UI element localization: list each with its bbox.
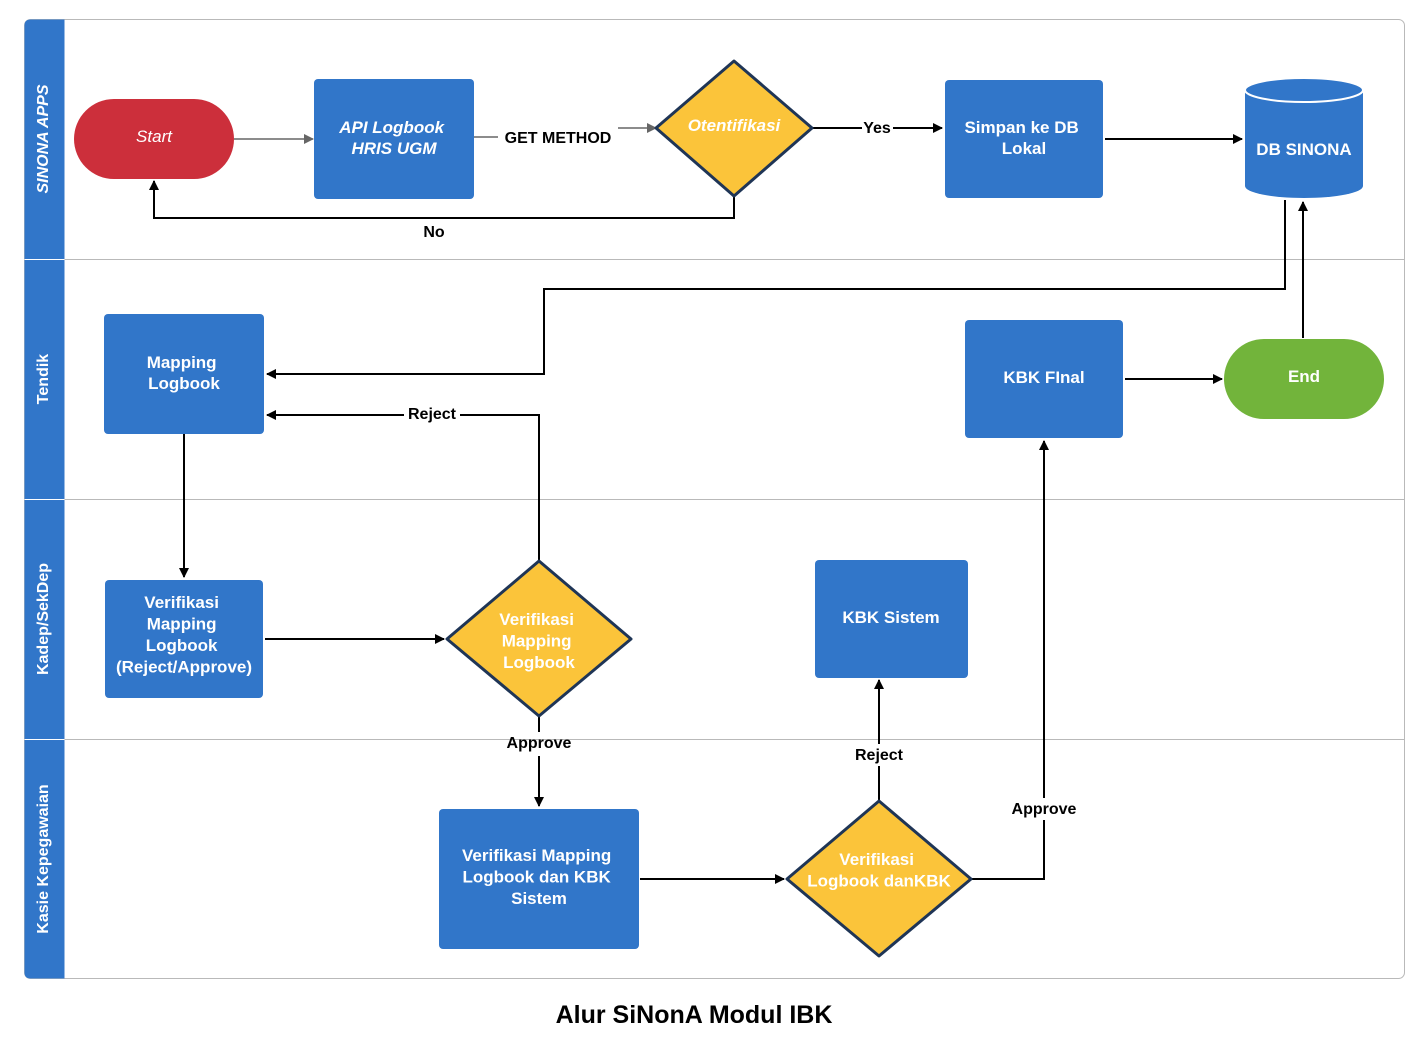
lane-dividers <box>24 259 1405 740</box>
api-logbook-label-line2: HRIS UGM <box>352 139 438 158</box>
edge-decision-reject <box>267 415 540 560</box>
svg-text:KBK Sistem: KBK Sistem <box>842 608 939 627</box>
svg-text:End: End <box>1288 367 1320 386</box>
edge-db-to-mapping <box>266 200 1286 379</box>
verifikasi-kasie-box-line3: Sistem <box>511 889 567 908</box>
verifikasi-mapping-box-line3: Logbook <box>146 636 218 655</box>
verifikasi-kasie-box: Verifikasi Mapping Logbook dan KBK Siste… <box>439 809 639 949</box>
edge-otentifikasi-no <box>149 180 735 219</box>
svg-text:Verifikasi Mapping: Verifikasi Mapping Logbook (Reject/Appro… <box>116 593 252 677</box>
verifikasi-kasie-decision-line1: Verifikasi <box>839 850 914 869</box>
verifikasi-mapping-decision-line1: Verifikasi <box>499 610 574 629</box>
kbk-sistem-label: KBK Sistem <box>842 608 939 627</box>
edge-label-reject-mapping: Reject <box>408 406 457 423</box>
verifikasi-kasie-box-line1: Verifikasi Mapping <box>462 846 611 865</box>
verifikasi-mapping-box: Verifikasi Mapping Logbook (Reject/Appro… <box>105 580 263 698</box>
edge-label-approve-kbk: Approve <box>1012 801 1077 818</box>
verifikasi-kasie-decision: Verifikasi Logbook danKBK <box>785 799 973 958</box>
kbk-final-label: KBK FInal <box>1003 368 1084 387</box>
simpan-db-node: Simpan ke DB Lokal <box>945 80 1103 198</box>
verifikasi-kasie-box-line2: Logbook dan KBK <box>463 868 612 887</box>
end-label: End <box>1288 367 1320 386</box>
start-node: Start <box>74 99 234 179</box>
mapping-logbook-node: Mapping Logbook <box>104 314 264 434</box>
lane-label-kadep-sekdep: Kadep/SekDep <box>35 563 52 675</box>
api-logbook-node: API Logbook HRIS UGM <box>314 79 474 199</box>
lane-label-kasie-kepegawaian: Kasie Kepegawaian <box>35 784 52 933</box>
edges <box>149 128 1308 884</box>
kbk-final-node: KBK FInal <box>965 320 1123 438</box>
svg-text:Verifikasi Logbook danKB: Verifikasi Logbook danKBK <box>807 850 951 891</box>
svg-text:DB SINONA: DB SINONA <box>1256 140 1351 159</box>
svg-text:Verifikasi Mapping: Verifikasi Mapping Logbook <box>499 610 578 672</box>
verifikasi-mapping-decision-line3: Logbook <box>503 653 575 672</box>
svg-text:Verifikasi Mapping Logbo: Verifikasi Mapping Logbook dan KBK Siste… <box>462 846 616 908</box>
start-label: Start <box>136 127 173 146</box>
diagram-title: Alur SiNonA Modul IBK <box>555 1001 833 1029</box>
db-sinona-label: DB SINONA <box>1256 140 1351 159</box>
simpan-db-label-line1: Simpan ke DB <box>964 118 1078 137</box>
svg-text:Simpan ke DB Lokal: Simpan ke DB Lokal <box>964 118 1083 158</box>
verifikasi-mapping-box-line1: Verifikasi <box>144 593 219 612</box>
mapping-logbook-label-line1: Mapping <box>147 353 217 372</box>
verifikasi-mapping-box-line4: (Reject/Approve) <box>116 658 252 677</box>
verifikasi-mapping-decision: Verifikasi Mapping Logbook <box>445 559 633 718</box>
flowchart-diagram: SINONA APPS Tendik Kadep/SekDep Kasie Ke… <box>24 19 1405 979</box>
edge-label-no: No <box>423 224 445 241</box>
svg-text:Mapping Logbook: Mapping Logbook <box>147 353 222 393</box>
verifikasi-mapping-decision-line2: Mapping <box>502 632 572 651</box>
svg-text:KBK FInal: KBK FInal <box>1003 368 1084 387</box>
db-sinona-node: DB SINONA <box>1244 77 1364 198</box>
lane-label-tendik: Tendik <box>35 354 52 404</box>
edge-label-reject-kbk: Reject <box>855 747 904 764</box>
svg-text:Otentifikasi: Otentifikasi <box>688 116 782 135</box>
simpan-db-label-line2: Lokal <box>1002 139 1046 158</box>
edge-label-approve-mapping: Approve <box>507 735 572 752</box>
end-node: End <box>1224 339 1384 419</box>
edge-labels: GET METHOD Yes No Reject Approve Reject … <box>408 120 1077 818</box>
otentifikasi-label: Otentifikasi <box>688 116 782 135</box>
verifikasi-kasie-decision-line2: Logbook danKBK <box>807 872 951 891</box>
edge-label-yes: Yes <box>863 120 891 137</box>
svg-text:Start: Start <box>136 127 173 146</box>
otentifikasi-decision: Otentifikasi <box>654 59 814 198</box>
lane-label-sinona-apps: SINONA APPS <box>35 84 52 193</box>
edge-label-get-method: GET METHOD <box>505 130 612 147</box>
svg-text:API Logbook HRIS UGM: API Logbook HRIS UGM <box>338 118 449 158</box>
mapping-logbook-label-line2: Logbook <box>148 374 220 393</box>
edge-kasie-approve <box>971 441 1044 880</box>
verifikasi-mapping-box-line2: Mapping <box>147 615 217 634</box>
api-logbook-label-line1: API Logbook <box>338 118 445 137</box>
kbk-sistem-node: KBK Sistem <box>815 560 968 678</box>
